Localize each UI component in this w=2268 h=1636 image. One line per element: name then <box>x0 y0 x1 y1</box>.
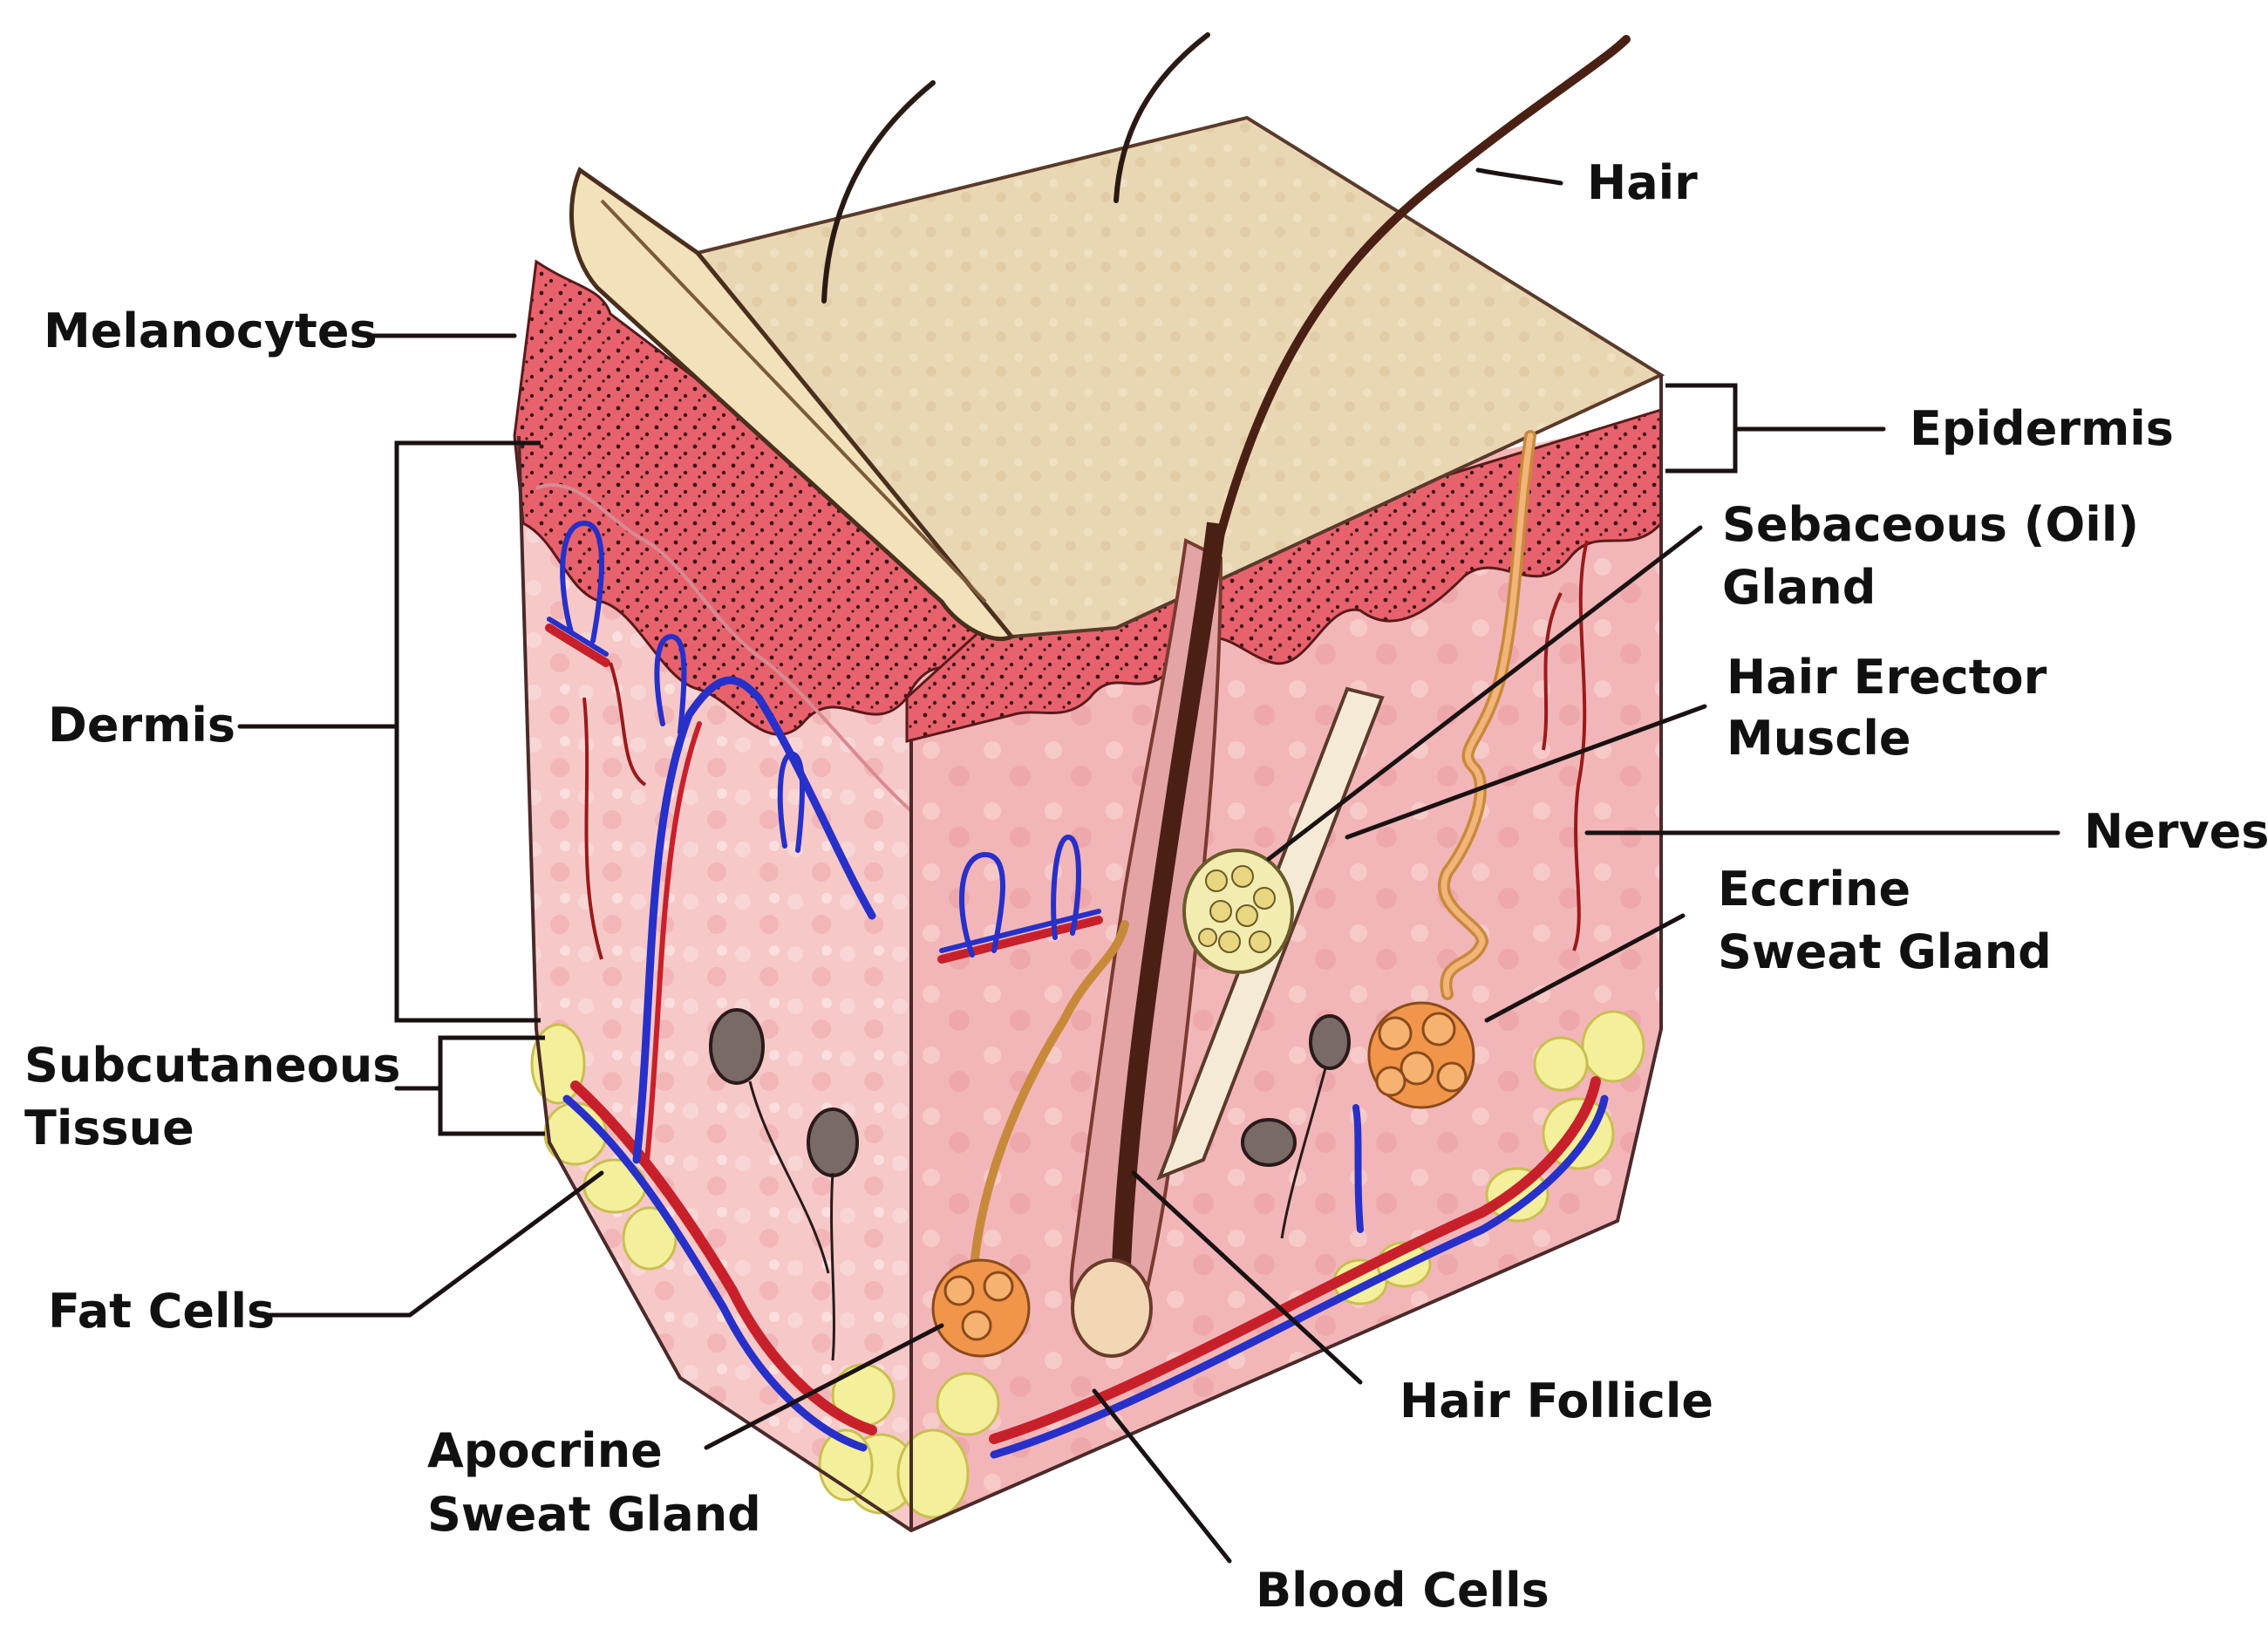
apocrine-duct <box>968 920 1129 1295</box>
label-sebaceous-line2: Gland <box>1722 560 1876 615</box>
labels: Hair Melanocytes Epidermis Sebaceous (Oi… <box>24 155 2268 1618</box>
dermis-wave <box>535 483 913 813</box>
block-outline <box>517 375 1663 1533</box>
label-fat-cells: Fat Cells <box>48 1284 275 1339</box>
label-apocrine-line1: Apocrine <box>427 1423 663 1478</box>
leader-lines <box>237 167 2060 1564</box>
eccrine-gland-shape <box>1367 1001 1475 1109</box>
hairs <box>821 32 1631 554</box>
label-hair: Hair <box>1587 155 1698 210</box>
peeled-epidermis-flap <box>569 167 1015 642</box>
epidermis-layer-right <box>905 407 1663 743</box>
main-hair <box>1212 35 1631 554</box>
hair-shaft-inner <box>1111 521 1226 1292</box>
label-hair-erector-line2: Muscle <box>1727 711 1910 766</box>
receptor-nerve-lines <box>748 1067 1327 1361</box>
flap-edge <box>600 199 987 603</box>
label-dermis: Dermis <box>48 698 235 753</box>
blood-vessels <box>545 520 1609 1459</box>
label-eccrine-line1: Eccrine <box>1718 862 1910 917</box>
small-hair-2 <box>1114 32 1210 203</box>
label-sebaceous-line1: Sebaceous (Oil) <box>1722 497 2139 552</box>
small-hair-1 <box>821 80 936 303</box>
label-subcutaneous-line2: Tissue <box>24 1101 194 1155</box>
label-hair-erector-line1: Hair Erector <box>1727 650 2047 705</box>
label-subcutaneous-line1: Subcutaneous <box>24 1038 400 1093</box>
label-nerves: Nerves <box>2084 804 2268 859</box>
sebaceous-gland-shape <box>1182 849 1294 974</box>
label-epidermis: Epidermis <box>1910 401 2174 456</box>
skin-block <box>513 115 1665 1533</box>
label-apocrine-line2: Sweat Gland <box>427 1487 761 1542</box>
label-eccrine-line2: Sweat Gland <box>1718 924 2052 979</box>
label-hair-follicle: Hair Follicle <box>1400 1374 1713 1428</box>
label-blood-cells: Blood Cells <box>1256 1563 1549 1618</box>
nerves-group <box>582 540 1589 960</box>
hair-bulb <box>1071 1258 1153 1358</box>
label-melanocytes: Melanocytes <box>44 303 378 358</box>
pressure-receptors <box>709 1008 1351 1177</box>
apocrine-gland-shape <box>931 1258 1031 1358</box>
